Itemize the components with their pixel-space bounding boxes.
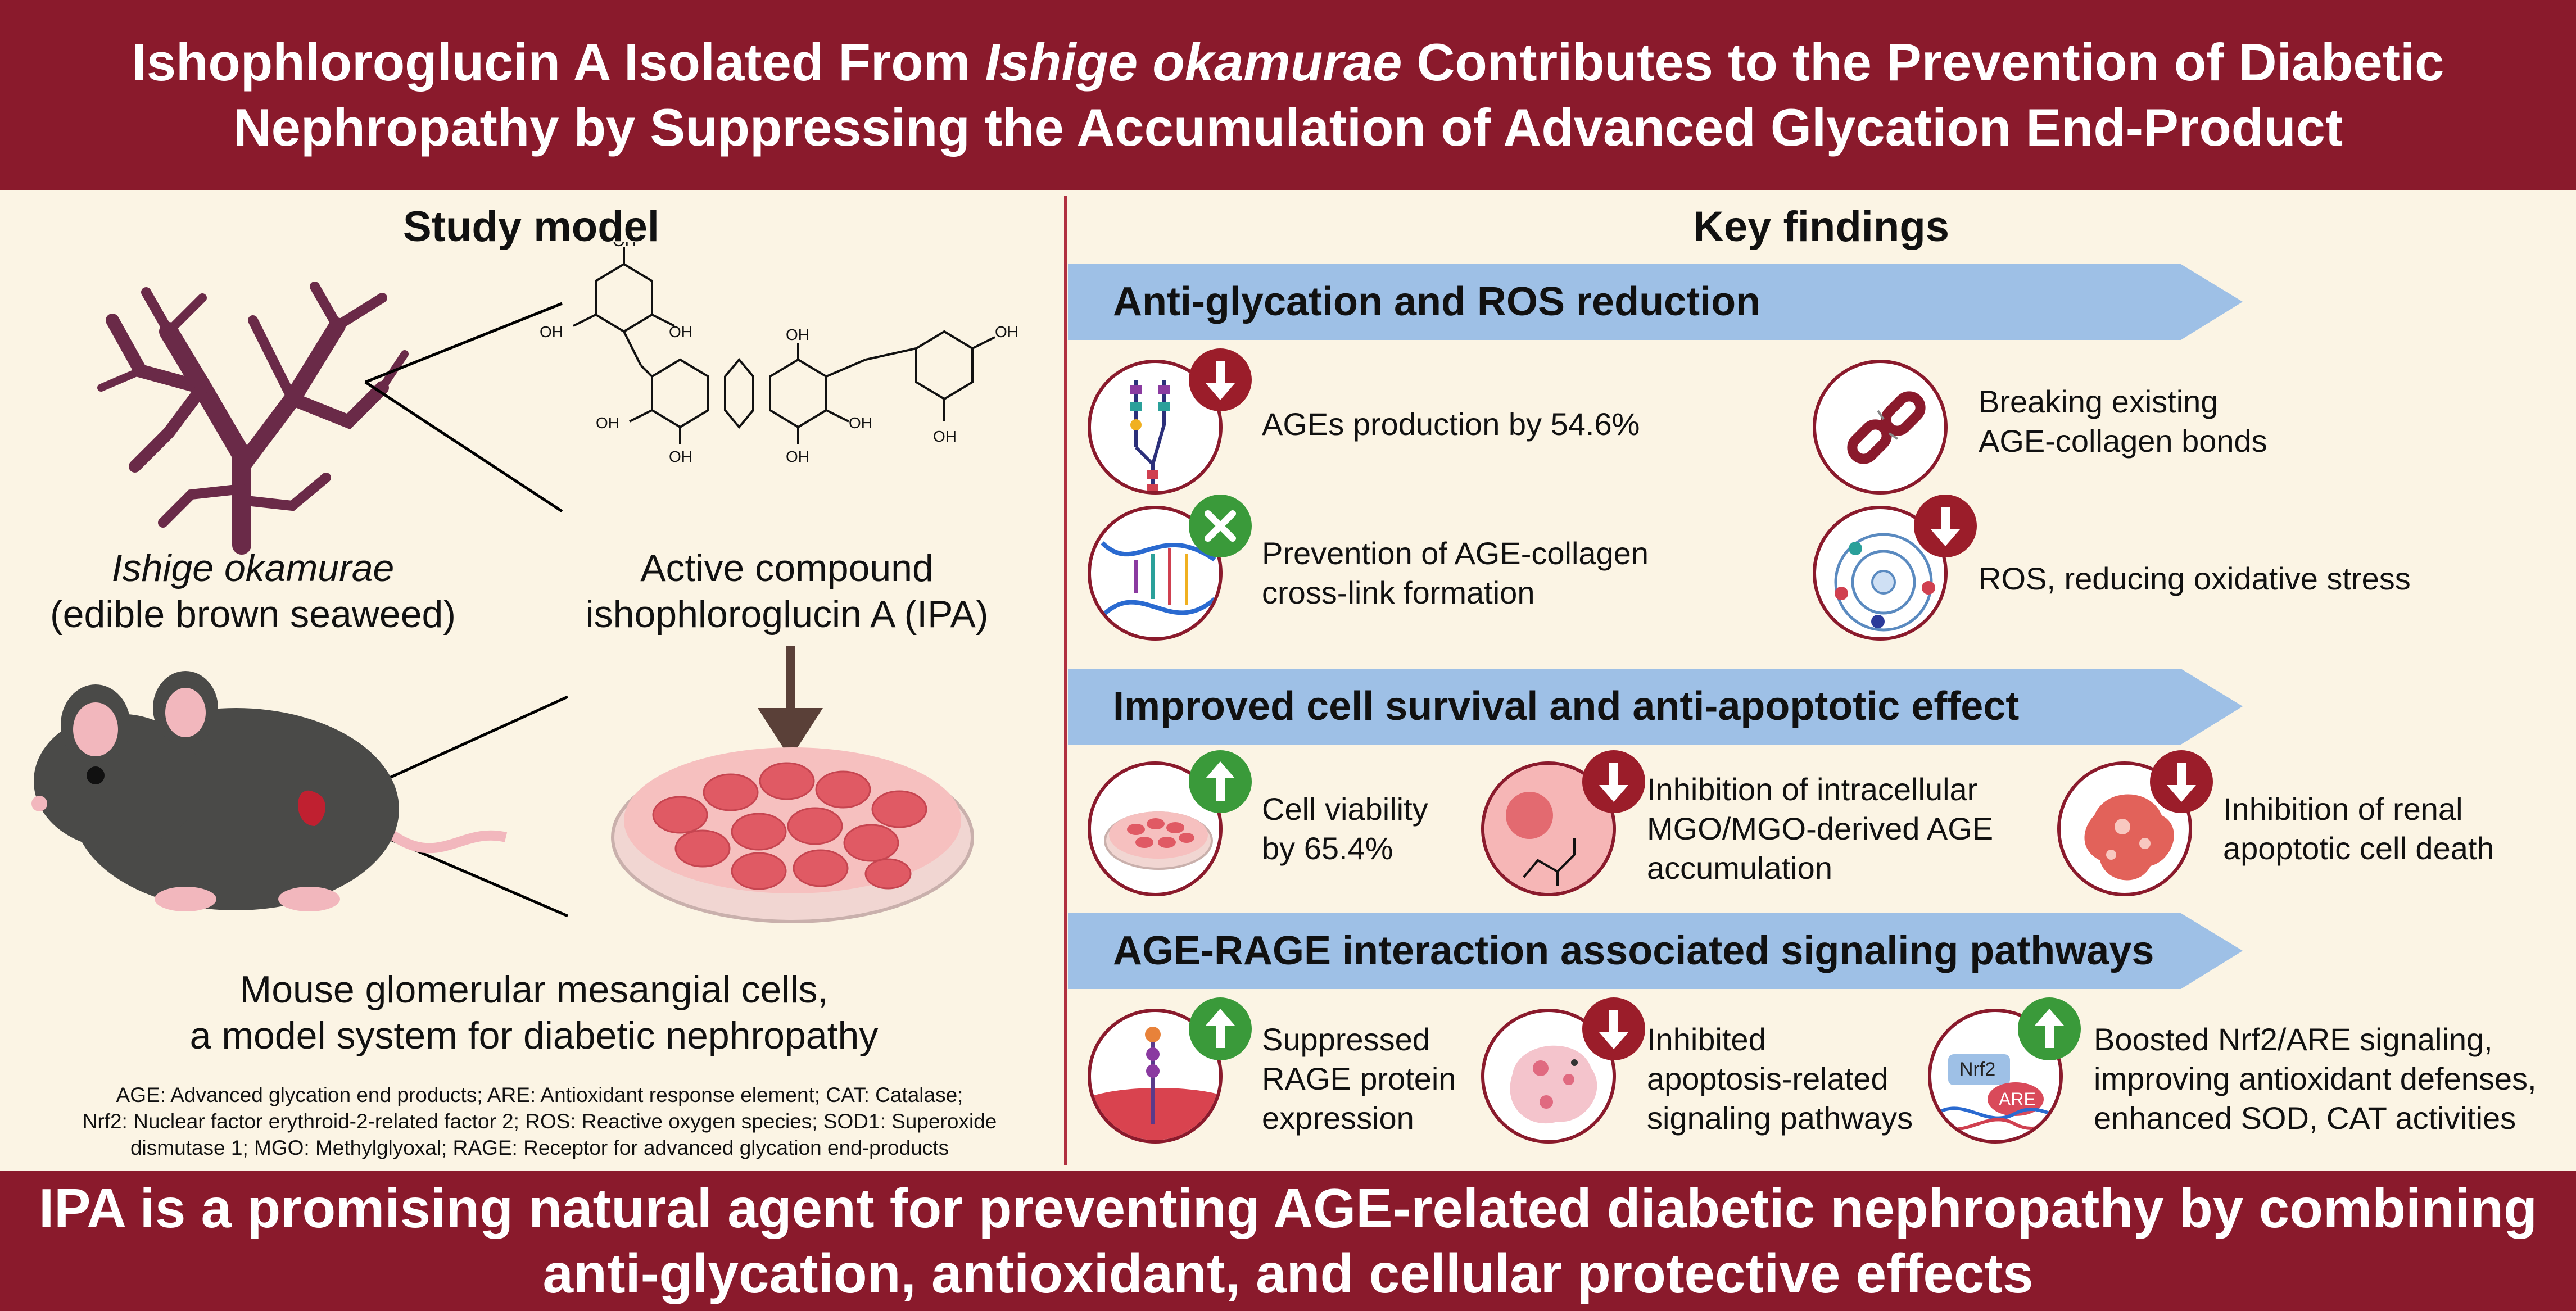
title-text-a: Ishophloroglucin A Isolated From — [132, 33, 985, 92]
abbreviation-line: Nrf2: Nuclear factor erythroid-2-related… — [82, 1110, 997, 1133]
finding-text: expression — [1262, 1100, 1414, 1136]
connector-line — [365, 302, 563, 384]
petri-dish-icon — [611, 747, 974, 923]
finding-text: Inhibited — [1647, 1022, 1766, 1057]
compound-line-1: Active compound — [640, 547, 934, 589]
finding-text: Cell viability — [1262, 791, 1428, 827]
finding-text: Prevention of AGE-collagen — [1262, 536, 1649, 571]
finding-ages-production: AGEs production by 54.6% — [1262, 405, 1640, 444]
finding-text: Inhibition of intracellular — [1647, 772, 1978, 807]
finding-text: AGE-collagen bonds — [1979, 423, 2267, 459]
key-findings-heading: Key findings — [1692, 203, 1950, 251]
finding-text: Breaking existing — [1979, 384, 2219, 419]
finding-rage-expression: Suppressed RAGE protein expression — [1262, 1020, 1456, 1138]
oh-label: OH — [786, 448, 809, 465]
prevent-cross-icon — [1189, 495, 1252, 557]
section-title: Improved cell survival and anti-apoptoti… — [1113, 684, 2020, 729]
seaweed-name: Ishige okamurae — [111, 547, 395, 589]
finding-prevention-crosslink: Prevention of AGE-collagen cross-link fo… — [1262, 534, 1649, 613]
conclusion-line-1: IPA is a promising natural agent for pre… — [38, 1177, 2538, 1239]
finding-apoptosis-pathways: Inhibited apoptosis-related signaling pa… — [1647, 1020, 1913, 1138]
section-header-cell-survival: Improved cell survival and anti-apoptoti… — [1068, 669, 2248, 745]
title-species: Ishige okamurae — [985, 33, 1402, 92]
cells-line-1: Mouse glomerular mesangial cells, — [239, 968, 829, 1011]
molecule-labels: OH OH OH OH OH OH OH OH OH OH — [540, 242, 1018, 465]
nrf2-label: Nrf2 — [1959, 1059, 1995, 1080]
oh-label: OH — [540, 323, 563, 341]
finding-text: AGEs production by 54.6% — [1262, 406, 1640, 442]
section-title: AGE-RAGE interaction associated signalin… — [1113, 928, 2154, 973]
finding-cell-viability: Cell viability by 65.4% — [1262, 790, 1428, 868]
connector-line — [364, 380, 563, 513]
finding-text: MGO/MGO-derived AGE — [1647, 811, 1994, 846]
cells-label: Mouse glomerular mesangial cells, a mode… — [112, 967, 956, 1059]
finding-text: signaling pathways — [1647, 1100, 1913, 1136]
ages-icon — [1088, 360, 1223, 495]
study-model-illustration: OH OH OH OH OH OH OH OH OH OH — [31, 242, 1018, 923]
title-text-b: Contributes to the Prevention of Diabeti… — [1402, 33, 2444, 92]
finding-nrf2-signaling: Boosted Nrf2/ARE signaling, improving an… — [2094, 1020, 2537, 1138]
abbreviations: AGE: Advanced glycation end products; AR… — [51, 1082, 1029, 1161]
finding-text: enhanced SOD, CAT activities — [2094, 1100, 2516, 1136]
finding-ros: ROS, reducing oxidative stress — [1979, 559, 2411, 598]
oh-label: OH — [995, 323, 1018, 341]
cells-line-2: a model system for diabetic nephropathy — [189, 1014, 879, 1057]
oh-label: OH — [786, 326, 809, 343]
section-header-anti-glycation: Anti-glycation and ROS reduction — [1068, 264, 2248, 340]
decrease-arrow-icon — [1582, 750, 1645, 813]
oh-label: OH — [596, 414, 619, 432]
title-line-2: Nephropathy by Suppressing the Accumulat… — [233, 98, 2343, 157]
study-model-heading: Study model — [402, 203, 660, 251]
arrow-down-icon — [758, 646, 823, 759]
increase-arrow-icon — [2018, 997, 2081, 1060]
decrease-arrow-icon — [2150, 750, 2213, 813]
oh-label: OH — [849, 414, 872, 432]
finding-mgo-inhibition: Inhibition of intracellular MGO/MGO-deri… — [1647, 770, 1993, 888]
seaweed-description: (edible brown seaweed) — [50, 593, 456, 636]
finding-text: by 65.4% — [1262, 831, 1393, 866]
finding-text: accumulation — [1647, 850, 1832, 886]
cell-dish-icon — [1088, 761, 1223, 896]
are-label: ARE — [1999, 1089, 2036, 1109]
section-title: Anti-glycation and ROS reduction — [1113, 279, 1761, 324]
oh-label: OH — [669, 448, 692, 465]
oh-label: OH — [933, 428, 957, 445]
section-header-age-rage: AGE-RAGE interaction associated signalin… — [1068, 913, 2248, 989]
decrease-arrow-icon — [1582, 997, 1645, 1060]
finding-text: Boosted Nrf2/ARE signaling, — [2094, 1022, 2493, 1057]
decrease-arrow-icon — [1189, 348, 1252, 411]
compound-line-2: ishophloroglucin A (IPA) — [585, 593, 989, 636]
compound-label: Active compound ishophloroglucin A (IPA) — [540, 545, 1034, 637]
abbreviation-line: AGE: Advanced glycation end products; AR… — [116, 1083, 963, 1106]
finding-text: Inhibition of renal — [2223, 791, 2463, 827]
finding-text: cross-link formation — [1262, 575, 1535, 610]
ipa-molecule-icon — [573, 247, 995, 444]
title-banner: Ishophloroglucin A Isolated From Ishige … — [0, 0, 2576, 190]
column-divider — [1064, 196, 1067, 1165]
section-arrow-shape — [1068, 264, 2243, 340]
increase-arrow-icon — [1189, 750, 1252, 813]
mouse-icon — [31, 671, 508, 911]
section-arrow-shape — [1068, 913, 2243, 989]
conclusion-line-2: anti-glycation, antioxidant, and cellula… — [542, 1242, 2034, 1304]
finding-text: apoptotic cell death — [2223, 831, 2494, 866]
finding-text: apoptosis-related — [1647, 1061, 1889, 1096]
finding-renal-apoptosis: Inhibition of renal apoptotic cell death — [2223, 790, 2494, 868]
abbreviation-line: dismutase 1; MGO: Methylglyoxal; RAGE: R… — [130, 1136, 949, 1159]
decrease-arrow-icon — [1914, 495, 1977, 557]
oh-label: OH — [613, 242, 636, 250]
conclusion-banner: IPA is a promising natural agent for pre… — [0, 1171, 2576, 1311]
title-line-1: Ishophloroglucin A Isolated From Ishige … — [132, 30, 2444, 95]
finding-text: RAGE protein — [1262, 1061, 1456, 1096]
finding-text: ROS, reducing oxidative stress — [1979, 561, 2411, 596]
section-arrow-shape — [1068, 669, 2243, 745]
seaweed-icon — [97, 282, 409, 555]
increase-arrow-icon — [1189, 997, 1252, 1060]
oh-label: OH — [669, 323, 692, 341]
finding-breaking-bonds: Breaking existing AGE-collagen bonds — [1979, 382, 2267, 461]
broken-chain-icon — [1813, 360, 1948, 495]
finding-text: Suppressed — [1262, 1022, 1430, 1057]
finding-text: improving antioxidant defenses, — [2094, 1061, 2537, 1096]
